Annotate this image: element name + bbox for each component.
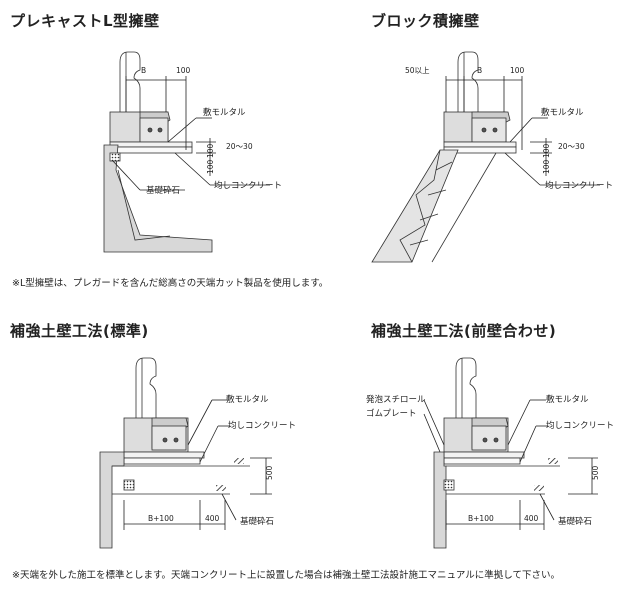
guard-fence-post bbox=[457, 51, 479, 112]
label-leveling: 均しコンクリート bbox=[228, 420, 296, 431]
anchor-bolt-icon bbox=[481, 127, 487, 133]
anchor-bolt-icon bbox=[493, 437, 499, 443]
label-mortar: 敷モルタル bbox=[546, 394, 589, 405]
title-reinforced-front: 補強土壁工法(前壁合わせ) bbox=[371, 322, 557, 340]
label-gap: 20～30 bbox=[558, 142, 585, 151]
label-leveling: 均しコンクリート bbox=[545, 180, 613, 191]
label-500: 500 bbox=[591, 465, 600, 480]
label-leveling: 均しコンクリート bbox=[214, 180, 282, 191]
title-block-wall: ブロック積擁壁 bbox=[371, 12, 480, 30]
label-rubber: ゴムプレート bbox=[366, 408, 417, 419]
anchor-bolt-icon bbox=[147, 127, 153, 133]
guard-fence-post bbox=[455, 357, 477, 418]
label-v100b: 100 bbox=[206, 159, 215, 174]
anchor-bolt-icon bbox=[482, 437, 488, 443]
label-over-50: 50以上 bbox=[405, 66, 430, 75]
label-100: 100 bbox=[510, 66, 525, 75]
diagram-reinforced-standard bbox=[99, 357, 272, 549]
hatch-mark bbox=[548, 458, 558, 464]
anchor-bolt-icon bbox=[157, 127, 163, 133]
block-masonry bbox=[371, 149, 459, 263]
front-wall-panel bbox=[433, 451, 447, 549]
label-b: B bbox=[141, 66, 146, 75]
label-v100a: 100 bbox=[542, 143, 551, 158]
label-400: 400 bbox=[205, 514, 220, 523]
label-mortar: 敷モルタル bbox=[226, 394, 269, 405]
label-mortar: 敷モルタル bbox=[541, 107, 584, 118]
guard-fence-post bbox=[135, 357, 157, 418]
diagram-block-wall bbox=[371, 51, 600, 263]
label-500: 500 bbox=[265, 465, 274, 480]
note-reinforced: ※天端を外した施工を標準とします。天端コンクリート上に設置した場合は補強土壁工法… bbox=[12, 570, 560, 581]
hatch-mark bbox=[216, 485, 226, 491]
label-b100: B+100 bbox=[468, 514, 494, 523]
hatch-mark bbox=[534, 485, 544, 491]
label-400: 400 bbox=[524, 514, 539, 523]
label-mortar: 敷モルタル bbox=[203, 107, 246, 118]
label-v100a: 100 bbox=[206, 143, 215, 158]
labels-l-type-wall: B 100 敷モルタル 20～30 100 100 均しコンクリート 基礎砕石 bbox=[141, 66, 282, 196]
label-crushed: 基礎砕石 bbox=[240, 516, 274, 527]
label-crushed: 基礎砕石 bbox=[146, 185, 180, 196]
labels-block-wall: 50以上 B 100 敷モルタル 20～30 100 100 均しコンクリート bbox=[405, 66, 613, 191]
labels-reinforced-front: 発泡スチロール ゴムプレート 敷モルタル 均しコンクリート 500 B+100 … bbox=[366, 394, 614, 527]
labels-reinforced-standard: 敷モルタル 均しコンクリート 500 B+100 400 基礎砕石 bbox=[148, 394, 296, 527]
label-b: B bbox=[477, 66, 482, 75]
title-l-type-wall: プレキャストL型擁壁 bbox=[10, 12, 160, 30]
anchor-bolt-icon bbox=[173, 437, 179, 443]
label-v100b: 100 bbox=[542, 159, 551, 174]
title-reinforced-standard: 補強土壁工法(標準) bbox=[10, 322, 149, 340]
label-100: 100 bbox=[176, 66, 191, 75]
hatch-mark bbox=[234, 458, 244, 464]
diagram-reinforced-front bbox=[423, 357, 598, 549]
anchor-bolt-icon bbox=[492, 127, 498, 133]
label-foam: 発泡スチロール bbox=[366, 394, 426, 405]
note-l-type: ※L型擁壁は、プレガードを含んだ総高さの天端カット製品を使用します。 bbox=[12, 278, 329, 289]
guard-fence-post bbox=[119, 51, 141, 112]
label-gap: 20～30 bbox=[226, 142, 253, 151]
label-leveling: 均しコンクリート bbox=[546, 420, 614, 431]
diagram-l-type-wall bbox=[103, 51, 270, 253]
label-b100: B+100 bbox=[148, 514, 174, 523]
label-crushed: 基礎砕石 bbox=[558, 516, 592, 527]
anchor-bolt-icon bbox=[162, 437, 168, 443]
